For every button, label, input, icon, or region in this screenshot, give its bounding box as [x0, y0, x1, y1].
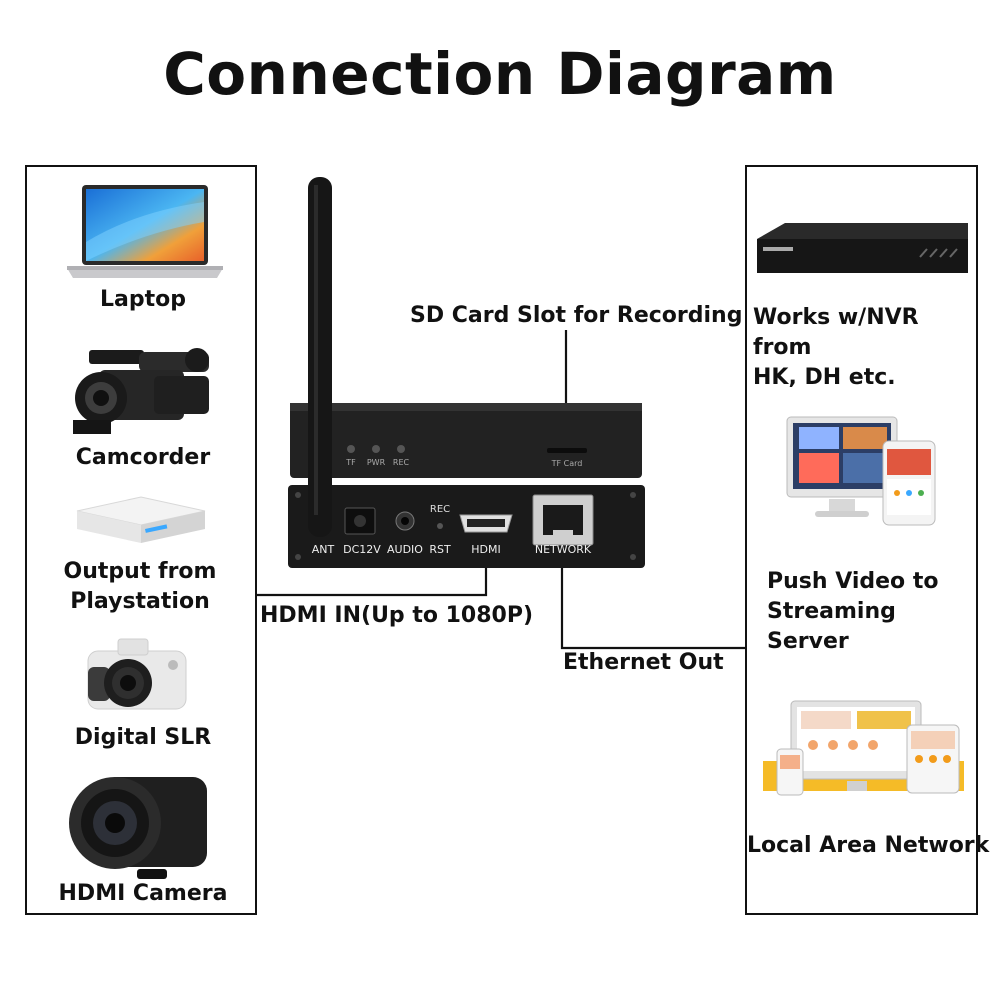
- game-console-icon: [76, 496, 206, 543]
- source-devices-panel: Laptop Camcorder Output from Playstation…: [25, 165, 257, 915]
- led-label-pwr: PWR: [367, 458, 386, 467]
- camcorder-icon: [73, 348, 209, 434]
- diagram-title: Connection Diagram: [163, 40, 837, 108]
- port-label-dc12v: DC12V: [343, 543, 381, 556]
- port-label-ant: ANT: [312, 543, 335, 556]
- nvr-recorder-icon: [757, 223, 968, 273]
- port-label-hdmi: HDMI: [471, 543, 500, 556]
- antenna: [308, 177, 332, 537]
- rec-button-label: REC: [430, 504, 450, 515]
- source-label-camcorder: Camcorder: [75, 445, 211, 470]
- laptop-icon: [67, 185, 223, 278]
- led-label-rec: REC: [393, 458, 410, 467]
- dslr-camera-icon: [87, 638, 187, 710]
- streaming-server-icon: [786, 416, 936, 526]
- destination-label-lan: Local Area Network: [747, 833, 990, 858]
- destination-label-streaming: Push Video to Streaming Server: [767, 569, 939, 654]
- destination-label-nvr: Works w/NVR from HK, DH etc.: [753, 305, 919, 390]
- source-label-laptop: Laptop: [100, 287, 186, 312]
- hdmi-in-callout: HDMI IN(Up to 1080P): [260, 603, 534, 628]
- hdmi-camera-icon: [69, 777, 207, 879]
- local-network-icon: [763, 700, 964, 796]
- video-encoder-device: TF PWR REC TF Card REC ANT DC12V AUDIO R…: [288, 177, 645, 568]
- source-label-playstation: Output from Playstation: [63, 559, 217, 614]
- hdmi-in-line: [257, 566, 488, 597]
- port-label-audio: AUDIO: [387, 543, 423, 556]
- tf-card-label: TF Card: [551, 459, 583, 468]
- source-label-digital-slr: Digital SLR: [74, 725, 212, 750]
- sd-card-callout: SD Card Slot for Recording: [410, 303, 743, 328]
- destination-panel: Works w/NVR from HK, DH etc. Push Video …: [745, 165, 990, 915]
- ethernet-out-line: [560, 566, 745, 650]
- led-label-tf: TF: [345, 458, 356, 467]
- port-label-network: NETWORK: [535, 543, 592, 556]
- ethernet-out-callout: Ethernet Out: [563, 650, 724, 675]
- port-label-rst: RST: [429, 543, 451, 556]
- tf-card-slot: [547, 448, 587, 453]
- source-label-hdmi-camera: HDMI Camera: [58, 881, 228, 906]
